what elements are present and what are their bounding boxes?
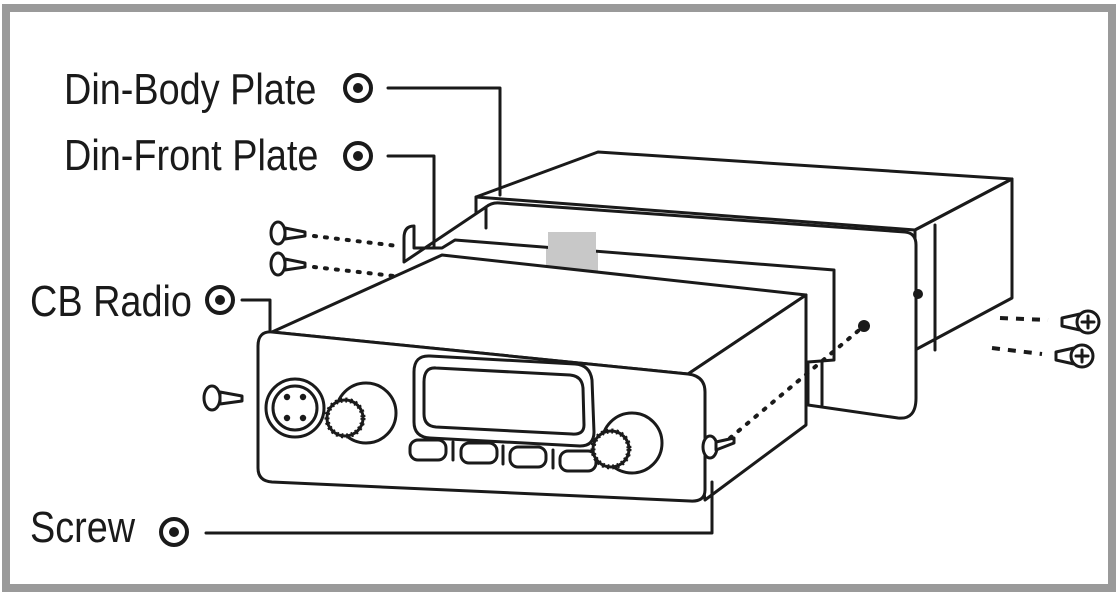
volume-knob — [324, 381, 398, 445]
screw-label: Screw — [30, 503, 136, 552]
outer-border — [2, 4, 1116, 592]
din-front-plate-label: Din-Front Plate — [64, 131, 319, 180]
microphone-jack — [264, 377, 326, 439]
leader-lines — [204, 86, 714, 535]
channel-knob — [590, 411, 664, 475]
screw-icon — [202, 220, 1101, 460]
radio-buttons — [408, 438, 598, 473]
din-body-plate-label: Din-Body Plate — [64, 65, 317, 114]
cb-radio — [256, 253, 808, 503]
din-front-plate — [402, 201, 923, 420]
cb-radio-label: CB Radio — [30, 277, 192, 326]
target-bullet-icon — [159, 73, 373, 547]
alignment-lines — [312, 234, 1049, 440]
din-body-plate — [474, 150, 1014, 352]
radio-display — [412, 354, 596, 448]
